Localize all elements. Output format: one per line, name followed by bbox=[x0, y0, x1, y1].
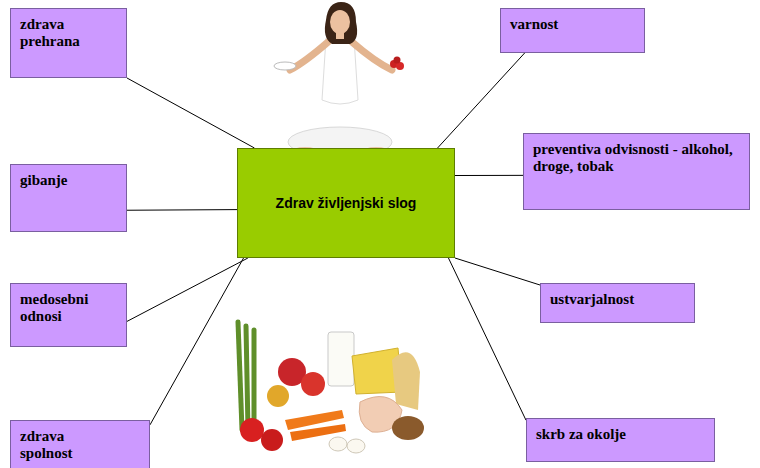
bowl bbox=[274, 62, 296, 70]
topic-box: skrb za okolje bbox=[526, 418, 715, 462]
topic-label: ustvarjalnost bbox=[550, 291, 686, 308]
topic-label: skrb za okolje bbox=[536, 426, 706, 443]
strawberry bbox=[394, 57, 401, 64]
topic-box: medosebni odnosi bbox=[10, 283, 127, 347]
connector-line bbox=[127, 78, 254, 148]
topic-box: gibanje bbox=[10, 164, 127, 232]
head bbox=[330, 10, 350, 34]
bread bbox=[392, 416, 424, 440]
asparagus bbox=[238, 322, 242, 430]
connector-line bbox=[127, 258, 248, 321]
egg bbox=[347, 439, 365, 453]
connector-line bbox=[438, 53, 525, 148]
asparagus bbox=[246, 326, 248, 430]
topic-label: zdrava spolnost bbox=[20, 428, 120, 463]
connector-line bbox=[150, 258, 244, 425]
topic-box: preventiva odvisnosti - alkohol, droge, … bbox=[523, 133, 750, 210]
arm bbox=[352, 42, 392, 70]
tomato bbox=[261, 429, 283, 451]
apple bbox=[301, 372, 325, 396]
topic-box: ustvarjalnost bbox=[540, 283, 695, 323]
connector-line bbox=[448, 258, 526, 420]
pasta bbox=[392, 352, 420, 410]
woman-figure bbox=[274, 2, 404, 157]
topic-label: varnost bbox=[510, 16, 636, 33]
hair bbox=[325, 2, 357, 44]
orange bbox=[267, 385, 289, 407]
connector-line bbox=[455, 175, 523, 176]
food-photo bbox=[230, 316, 426, 456]
topic-label: medosebni odnosi bbox=[20, 291, 118, 326]
topic-box: zdrava prehrana bbox=[10, 8, 127, 78]
topic-box: varnost bbox=[500, 8, 645, 53]
central-label: Zdrav življenjski slog bbox=[276, 187, 417, 219]
connector-line bbox=[127, 209, 237, 211]
asparagus bbox=[252, 330, 257, 428]
connector-line bbox=[455, 258, 540, 285]
neck bbox=[336, 32, 344, 39]
topic-label: preventiva odvisnosti - alkohol, droge, … bbox=[533, 141, 741, 176]
topic-label: zdrava prehrana bbox=[20, 16, 118, 51]
central-box: Zdrav življenjski slog bbox=[237, 148, 455, 258]
topic-box: zdrava spolnost bbox=[10, 420, 150, 468]
asparagus bbox=[238, 322, 254, 430]
milk-glass bbox=[328, 332, 354, 386]
topic-label: gibanje bbox=[20, 172, 118, 189]
tomato bbox=[240, 418, 264, 442]
egg bbox=[329, 437, 347, 451]
photo-ground bbox=[230, 316, 426, 456]
